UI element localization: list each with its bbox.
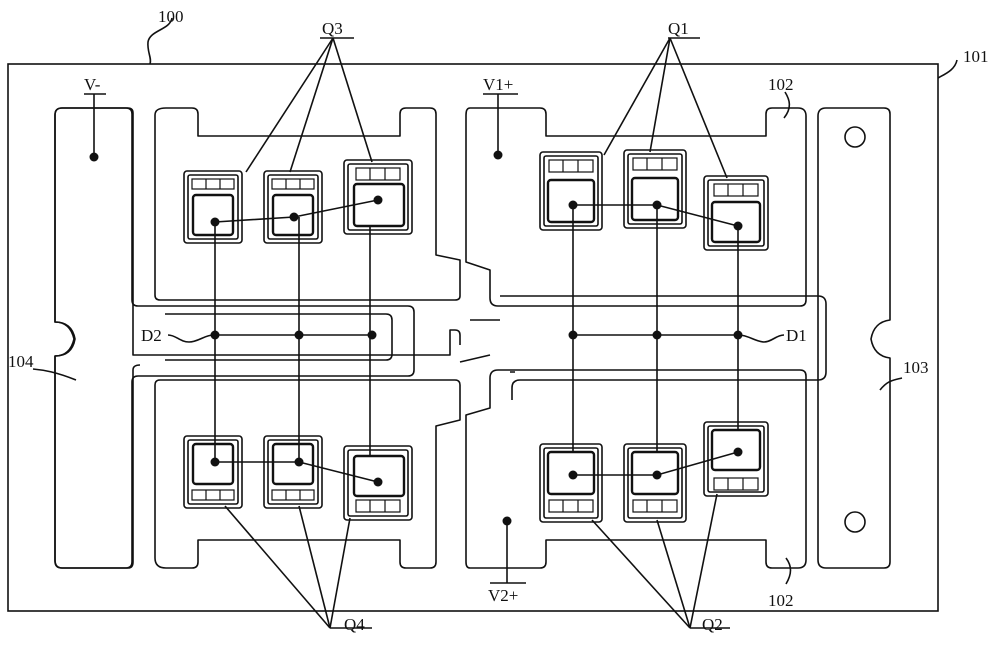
label-q2: Q2 — [702, 615, 723, 634]
label-board: 100 — [158, 7, 184, 26]
q2-transistor-1 — [540, 444, 602, 522]
mounting-hole-top — [845, 127, 865, 147]
label-pad-top: 102 — [768, 75, 794, 94]
label-v-minus: V- — [84, 75, 101, 94]
q2-transistor-2 — [624, 444, 686, 522]
d1-trace — [460, 320, 515, 372]
label-left-terminal: 104 — [8, 352, 34, 371]
mounting-hole-bottom — [845, 512, 865, 532]
q4-transistor-1 — [184, 436, 242, 508]
q1-pad — [466, 108, 806, 306]
label-d1: D1 — [786, 326, 807, 345]
right-terminal-pad — [818, 108, 890, 568]
v-plus-region — [500, 296, 826, 400]
label-v2-plus: V2+ — [488, 586, 518, 605]
q3-transistor-2 — [264, 171, 322, 243]
q4-transistor-2 — [264, 436, 322, 508]
q3-pad — [155, 108, 460, 300]
label-q4: Q4 — [344, 615, 365, 634]
label-d2: D2 — [141, 326, 162, 345]
q1-transistor-1 — [540, 152, 602, 230]
left-terminal-pad — [55, 108, 460, 568]
label-q3: Q3 — [322, 19, 343, 38]
q1-transistor-3 — [704, 176, 768, 250]
label-right-terminal: 103 — [903, 358, 929, 377]
label-v1-plus: V1+ — [483, 75, 513, 94]
q3-transistor-1 — [184, 171, 242, 243]
q1-transistor-2 — [624, 150, 686, 228]
label-pad-bottom: 102 — [768, 591, 794, 610]
d2-trace — [165, 314, 392, 360]
label-outline: 101 — [963, 47, 989, 66]
label-q1: Q1 — [668, 19, 689, 38]
